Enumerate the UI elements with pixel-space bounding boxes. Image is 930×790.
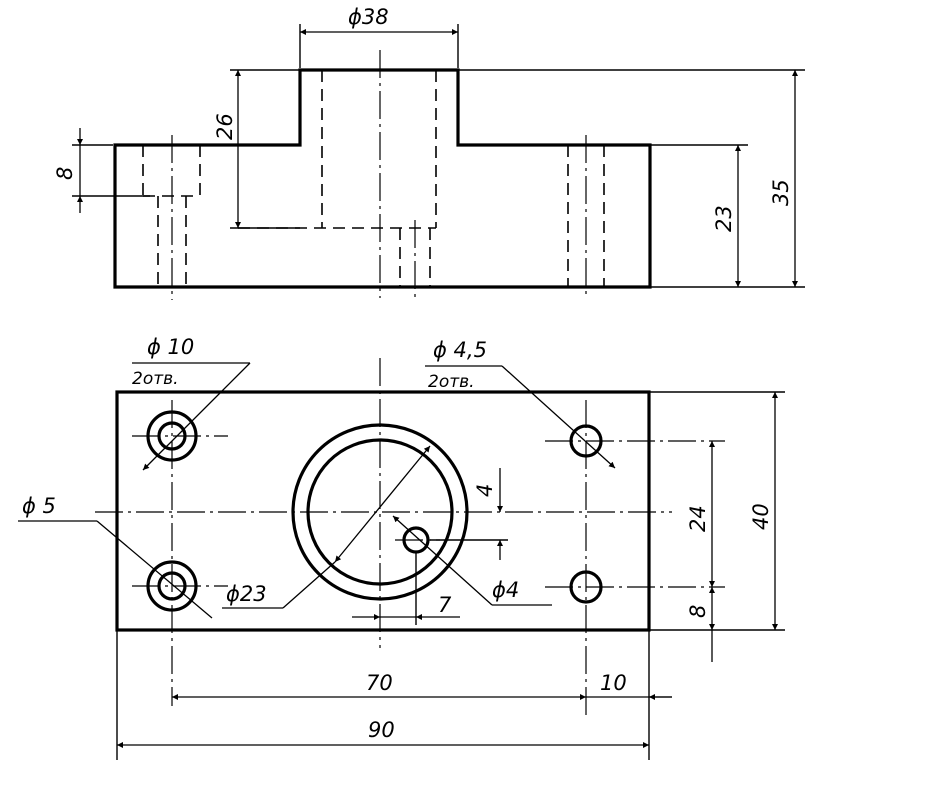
- leader-pin-hole: [392, 515, 493, 606]
- bore-circle: [306, 438, 454, 586]
- dim-edge-offset-x: 10: [600, 671, 627, 695]
- dim-pin-offset-x: 7: [438, 593, 452, 617]
- label-small-hole-count: 2отв.: [428, 372, 475, 392]
- dim-edge-offset-y: 8: [686, 605, 710, 618]
- dim-base-height: 23: [712, 205, 736, 232]
- dim-hole-spacing-y: 24: [686, 505, 710, 532]
- boss-outer-circle: [291, 423, 469, 601]
- dim-length: 90: [368, 718, 395, 742]
- front-view-outline: [113, 68, 652, 289]
- label-pin-hole: ϕ4: [492, 578, 519, 602]
- top-view-outline: [115, 390, 651, 632]
- dim-hole-spacing-x: 70: [366, 671, 393, 695]
- leader-small-hole: [501, 365, 616, 469]
- small-hole-upper: [569, 424, 603, 458]
- counterbore-hole-lower-outer: [146, 560, 198, 612]
- top-view: ϕ 10 2отв. ϕ 4,5 2отв. ϕ 5 ϕ23 ϕ4 4 7: [18, 335, 785, 760]
- dim-width: 40: [749, 503, 773, 530]
- label-bore: ϕ23: [226, 582, 267, 606]
- label-small-hole: ϕ 4,5: [433, 338, 487, 362]
- label-large-hole: ϕ 10: [147, 335, 194, 359]
- dim-boss-diameter: ϕ38: [348, 5, 389, 29]
- front-view: ϕ38 26 8 23 35: [53, 5, 805, 300]
- dim-pin-offset-y: 4: [473, 484, 497, 497]
- label-through-hole: ϕ 5: [22, 494, 56, 518]
- counterbore-hole-lower-inner: [157, 571, 187, 601]
- dim-flange-thickness: 8: [53, 167, 77, 180]
- dim-total-height: 35: [769, 179, 793, 206]
- counterbore-hole-upper-inner: [157, 421, 187, 451]
- dim-boss-height: 26: [213, 113, 237, 140]
- leader-bore: [282, 561, 336, 609]
- leader-large-hole: [142, 362, 251, 471]
- counterbore-hole-upper-outer: [146, 410, 198, 462]
- small-hole-lower: [569, 570, 603, 604]
- leader-through-hole: [96, 520, 213, 619]
- label-large-hole-count: 2отв.: [132, 369, 179, 389]
- dim-line-bore-diameter: [334, 445, 431, 563]
